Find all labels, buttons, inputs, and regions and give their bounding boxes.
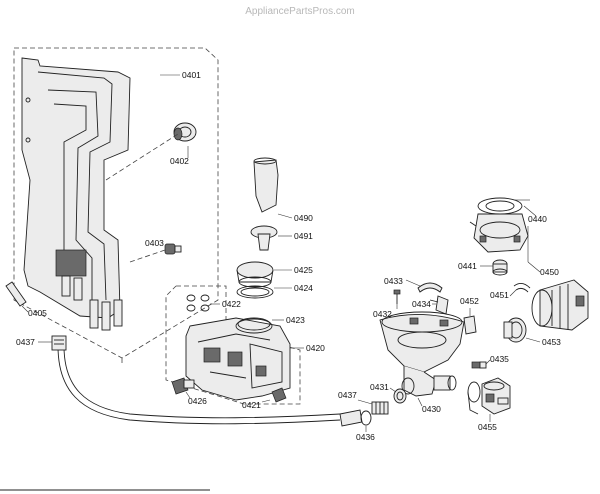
leader-0431 <box>389 387 397 393</box>
leader-0433 <box>405 279 421 287</box>
gasket-part <box>236 285 274 299</box>
leader-0453 <box>525 337 541 343</box>
callout-0491: 0491 <box>294 231 313 241</box>
callout-0451: 0451 <box>490 290 509 300</box>
callout-0425: 0425 <box>294 265 313 275</box>
leader-0405 <box>21 305 29 313</box>
small-connector-part <box>471 361 487 369</box>
base-frame-part <box>21 57 131 331</box>
screw-part <box>393 289 401 304</box>
drain-hose-part <box>51 335 341 425</box>
callout-0405: 0405 <box>28 308 47 318</box>
pump-clip-part <box>463 315 477 335</box>
cap-part <box>250 225 278 251</box>
callout-0452: 0452 <box>460 296 479 306</box>
callout-0455: 0455 <box>478 422 497 432</box>
callout-0437a: 0437 <box>16 337 35 347</box>
leader-0421 <box>261 399 271 403</box>
callout-0490: 0490 <box>294 213 313 223</box>
callout-0435: 0435 <box>490 354 509 364</box>
float-part <box>164 243 182 255</box>
leader-0450b <box>527 261 541 273</box>
leader-0426 <box>185 391 191 399</box>
sump-clip-part <box>271 387 287 403</box>
callout-0433: 0433 <box>384 276 403 286</box>
sump-assembly-boundary <box>165 285 301 405</box>
pump-clamp-part <box>513 283 531 293</box>
leader-0437b <box>357 399 373 405</box>
heater-part <box>469 197 529 253</box>
funnel-part <box>253 157 279 213</box>
drain-pump-part <box>467 377 511 415</box>
sump-ring-part <box>237 317 271 331</box>
callout-0402: 0402 <box>170 156 189 166</box>
valve-part <box>171 377 195 395</box>
callout-0424: 0424 <box>294 283 313 293</box>
callout-0421: 0421 <box>242 400 261 410</box>
sump-housing-part <box>185 317 291 401</box>
pump-seal-part <box>503 317 527 343</box>
impeller-part <box>492 259 508 276</box>
callout-0453: 0453 <box>542 337 561 347</box>
small-rings-part <box>186 294 210 312</box>
leader-0451 <box>509 289 517 297</box>
leader-0403-dash <box>129 249 166 263</box>
sump-base-part <box>379 311 465 397</box>
callout-0420: 0420 <box>306 343 325 353</box>
callout-0437b: 0437 <box>338 390 357 400</box>
hose-clamp-part <box>360 410 372 426</box>
clip-part <box>5 281 27 307</box>
bracket-part <box>429 295 449 315</box>
leader-0440 <box>523 205 537 217</box>
callout-0423: 0423 <box>286 315 305 325</box>
callout-0450: 0450 <box>540 267 559 277</box>
watermark-text: AppliancePartsPros.com <box>245 6 355 17</box>
callout-0434: 0434 <box>412 299 431 309</box>
leader-0402-dash <box>105 133 179 181</box>
arc-clip-part <box>417 282 443 293</box>
callout-0432: 0432 <box>373 309 392 319</box>
callout-0401: 0401 <box>182 70 201 80</box>
callout-0422: 0422 <box>222 299 241 309</box>
seal-ring-part <box>173 122 197 142</box>
callout-0403: 0403 <box>145 238 164 248</box>
callout-0430: 0430 <box>422 404 441 414</box>
callout-0431: 0431 <box>370 382 389 392</box>
leader-0490 <box>277 213 293 219</box>
base-assembly-boundary <box>13 47 219 359</box>
callout-0440: 0440 <box>528 214 547 224</box>
callout-0426: 0426 <box>188 396 207 406</box>
callout-0436: 0436 <box>356 432 375 442</box>
hose-end-part <box>339 401 389 427</box>
coupling-part <box>393 388 407 404</box>
leader-0435 <box>485 359 491 365</box>
pump-motor-part <box>531 279 589 331</box>
callout-0441: 0441 <box>458 261 477 271</box>
cover-part <box>236 261 274 288</box>
leader-0430 <box>417 397 423 407</box>
